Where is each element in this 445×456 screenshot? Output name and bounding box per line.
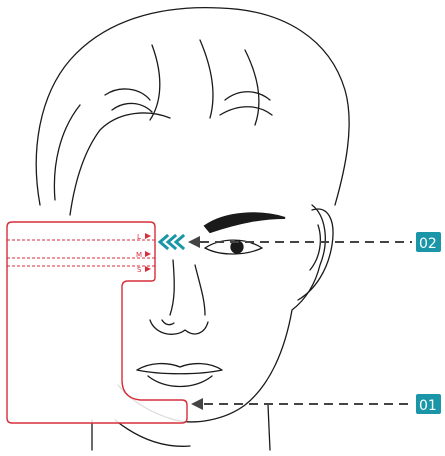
size-label-l: L (137, 233, 141, 241)
ear (298, 209, 333, 300)
nose-side (195, 265, 205, 315)
hair-strand-3 (245, 50, 259, 125)
mouth-line (137, 370, 222, 374)
callout-02-label: 02 (419, 236, 437, 252)
neck-right (268, 405, 270, 450)
callout-02-arrow (188, 236, 200, 248)
chevron-arrows-icon (160, 236, 183, 248)
nostril-left (162, 320, 174, 325)
forehead-line-4 (220, 107, 272, 115)
forehead-line-1 (105, 89, 150, 100)
callout-01-label: 01 (419, 398, 437, 414)
nose-bridge (170, 260, 174, 315)
lower-lip (148, 376, 212, 387)
size-card-outline (7, 222, 187, 423)
ear-inner (310, 225, 320, 270)
neck-line (115, 420, 190, 446)
forehead-line-3 (225, 92, 270, 100)
upper-lip (137, 364, 222, 370)
callout-02: 02 (188, 232, 441, 252)
nose-bottom (150, 320, 208, 334)
size-label-s: S (137, 266, 142, 274)
callout-01-arrow (191, 398, 203, 410)
hair-inner-line (70, 113, 170, 215)
eyebrow (205, 213, 285, 232)
hair-outline (36, 8, 349, 205)
hair-strand-2 (200, 40, 213, 118)
size-label-m: M (136, 251, 142, 259)
forehead-line-2 (112, 103, 152, 112)
hair-strand-1 (150, 45, 160, 120)
size-card: L M S (7, 222, 187, 423)
callout-01: 01 (191, 394, 441, 414)
